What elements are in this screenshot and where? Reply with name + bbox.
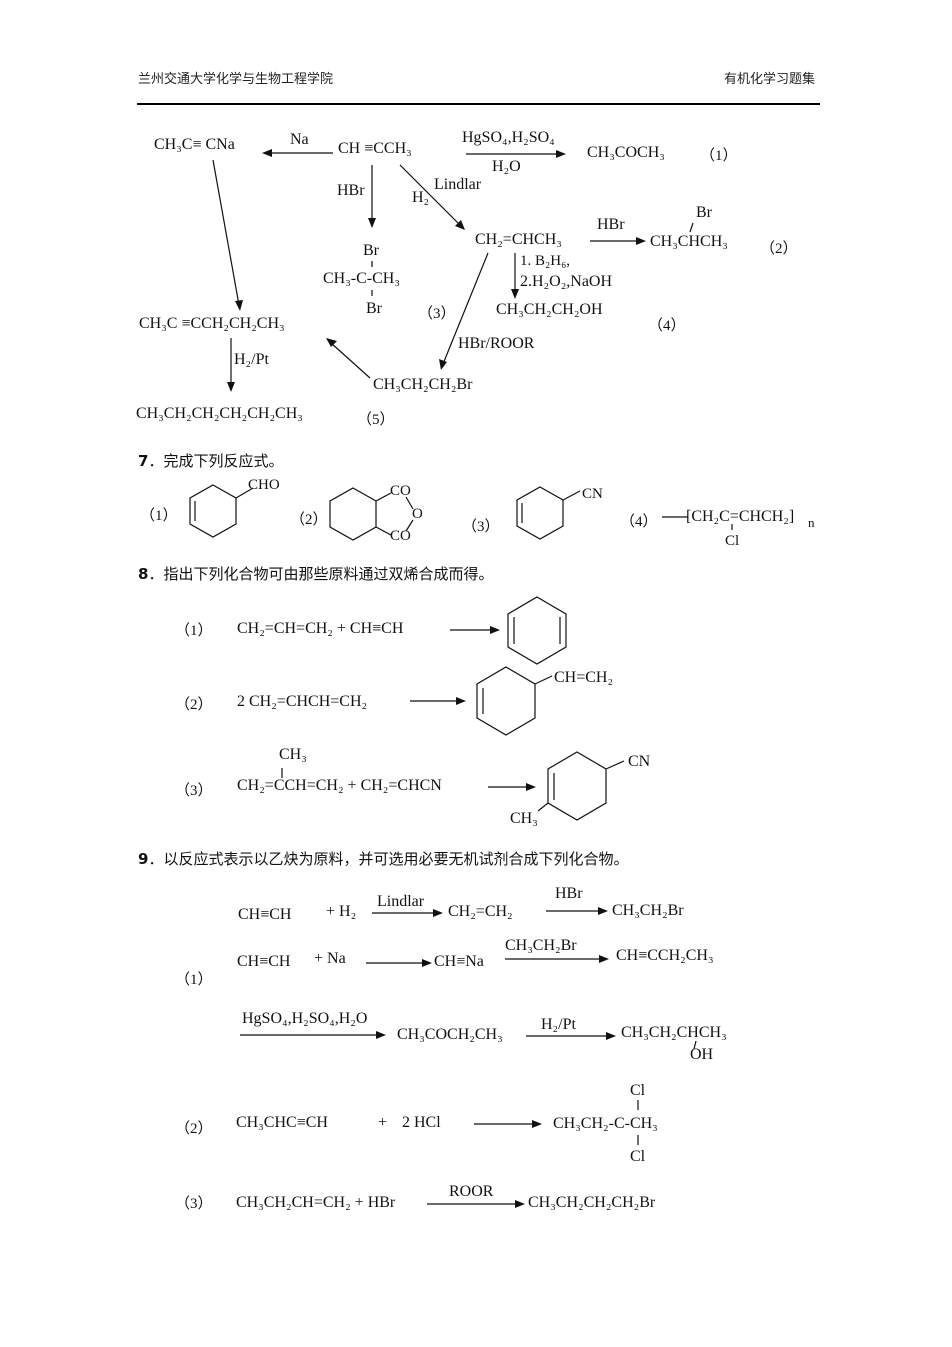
q9-3-cond: ROOR (449, 1183, 494, 1200)
question-8: 8．指出下列化合物可由那些原料通过双烯合成而得。 (138, 565, 494, 583)
q9-1b-plus: + Na (314, 950, 346, 967)
q9-3-product: CH₃CH₂CH₂CH₂Br (528, 1194, 656, 1211)
q9-1b-mid: CH≡Na (434, 953, 484, 970)
q8-methyl-top: CH₃ (279, 746, 307, 763)
question-7: 7．完成下列反应式。 (138, 452, 284, 470)
q9-1a-product: CH₂=CH₂ (448, 903, 513, 920)
q7-cl: Cl (725, 533, 740, 549)
q8-reaction-2: 2 CH₂=CHCH=CH₂ (237, 693, 368, 710)
reagent-hbr: HBr (337, 182, 365, 199)
q8-cn: CN (628, 753, 651, 770)
q8-reaction-1: CH₂=CH=CH₂ + CH≡CH (237, 620, 404, 637)
label-1: （1） (700, 148, 738, 164)
q9-label-3: （3） (175, 1196, 213, 1212)
q9-1b-cond: CH₃CH₂Br (505, 937, 577, 954)
q9-1b-reactant: CH≡CH (237, 953, 291, 970)
dibromopropane: CH₃-C-CH₃ (323, 270, 400, 287)
q9-1b-product: CH≡CCH₂CH₃ (616, 947, 714, 964)
label-2: （2） (760, 241, 798, 257)
header-right: 有机化学习题集 (724, 72, 816, 87)
label-4: （4） (648, 318, 686, 334)
q8-reaction-3: CH₂=CCH=CH₂ + CH₂=CHCN (237, 777, 442, 794)
reagent-b2h6: 1. B₂H₆, (520, 253, 571, 269)
arrow-to-propylbromide (442, 252, 489, 365)
reagent-hbr-2: HBr (597, 216, 625, 233)
question-9: 9．以反应式表示以乙炔为原料，并可选用必要无机试剂合成下列化合物。 (138, 850, 629, 868)
q7-cho: CHO (248, 477, 280, 493)
q9-2-cl-bottom: Cl (630, 1148, 646, 1165)
br-top: Br (363, 242, 379, 259)
methylcyclohexene-carbonitrile-ring (547, 751, 607, 821)
q8-methyl-bottom: CH₃ (510, 810, 538, 827)
br-2: Br (696, 204, 712, 221)
q9-1c-cond: HgSO₄,H₂SO₄,H₂O (242, 1010, 368, 1027)
q7-label-3: （3） (462, 519, 500, 535)
q9-1a-final: CH₃CH₂Br (612, 902, 684, 919)
q9-1c-final: CH₃CH₂CHCH₃ (621, 1024, 727, 1041)
q8-label-2: （2） (175, 697, 213, 713)
header-rule (137, 103, 820, 105)
br-bottom: Br (366, 300, 382, 317)
q9-2-reagent: 2 HCl (402, 1114, 441, 1131)
reagent-hgso4: HgSO₄,H₂SO₄ (462, 129, 555, 146)
reagent-hbr-roor: HBr/ROOR (458, 335, 535, 352)
q9-1a-cond: Lindlar (377, 893, 425, 910)
q7-polymer-n: n (808, 515, 815, 530)
q8-label-3: （3） (175, 783, 213, 799)
cyclohexene-ring-3 (516, 486, 564, 540)
q9-2-cl-top: Cl (630, 1082, 646, 1099)
cyclohexane-ring-2 (329, 487, 377, 541)
q7-label-2: （2） (290, 512, 328, 528)
2-bromopropane: CH₃CHCH₃ (650, 233, 728, 250)
q9-1a-plus: + H₂ (326, 903, 357, 920)
arrow-from-propylbromide (330, 342, 371, 379)
q9-1c-product: CH₃COCH₂CH₃ (397, 1026, 503, 1043)
q9-2-reactant: CH₃CHC≡CH (236, 1114, 328, 1131)
q7-label-1: （1） (140, 508, 178, 524)
q9-label-2: （2） (175, 1121, 213, 1137)
1-propanol: CH₃CH₂CH₂OH (496, 301, 603, 318)
sodium-propynide: CH₃C≡ CNa (154, 136, 235, 153)
q7-label-4: （4） (620, 514, 658, 530)
vinylcyclohexene-ring (476, 666, 536, 736)
q7-o: O (412, 506, 423, 522)
reagent-h2o: H₂O (492, 158, 521, 175)
arrow-to-hexyne (212, 159, 240, 306)
q7-co-top: CO (390, 483, 411, 499)
reagent-h2: H₂ (412, 189, 430, 206)
reagent-h2-pt: H₂/Pt (234, 351, 269, 368)
q9-1a-cond2: HBr (555, 885, 583, 902)
reagent-na: Na (290, 131, 309, 148)
reagent-lindlar: Lindlar (434, 176, 482, 193)
acetone: CH₃COCH₃ (587, 144, 665, 161)
q9-label-1: （1） (175, 972, 213, 988)
q7-co-bottom: CO (390, 528, 411, 544)
2-hexyne: CH₃C ≡CCH₂CH₂CH₃ (139, 315, 285, 332)
label-3: （3） (418, 306, 456, 322)
hexane: CH₃CH₂CH₂CH₂CH₂CH₃ (136, 405, 303, 422)
q9-1c-cond2: H₂/Pt (541, 1016, 576, 1033)
q9-1a-reactant: CH≡CH (238, 906, 292, 923)
q7-polymer: [CH₂C=CHCH₂] (686, 508, 795, 525)
header-left: 兰州交通大学化学与生物工程学院 (138, 72, 334, 87)
cyclohexadiene-ring (507, 596, 567, 665)
q9-2-plus: + (378, 1114, 388, 1131)
arrow-to-propene (399, 164, 462, 227)
label-5: （5） (357, 412, 395, 428)
reagent-h2o2: 2.H₂O₂,NaOH (520, 273, 613, 290)
propene: CH₂=CHCH₃ (475, 231, 562, 248)
cyclohexene-ring-1 (189, 484, 237, 538)
1-bromopropane: CH₃CH₂CH₂Br (373, 376, 473, 393)
q8-label-1: （1） (175, 623, 213, 639)
q8-vinyl: CH=CH₂ (554, 669, 614, 686)
q9-1c-oh: OH (690, 1046, 714, 1063)
q7-cn: CN (582, 486, 603, 502)
q9-2-product: CH₃CH₂-C-CH₃ (553, 1115, 658, 1132)
q9-3-reactant: CH₃CH₂CH=CH₂ + HBr (236, 1194, 396, 1211)
propyne: CH ≡CCH₃ (338, 140, 412, 157)
